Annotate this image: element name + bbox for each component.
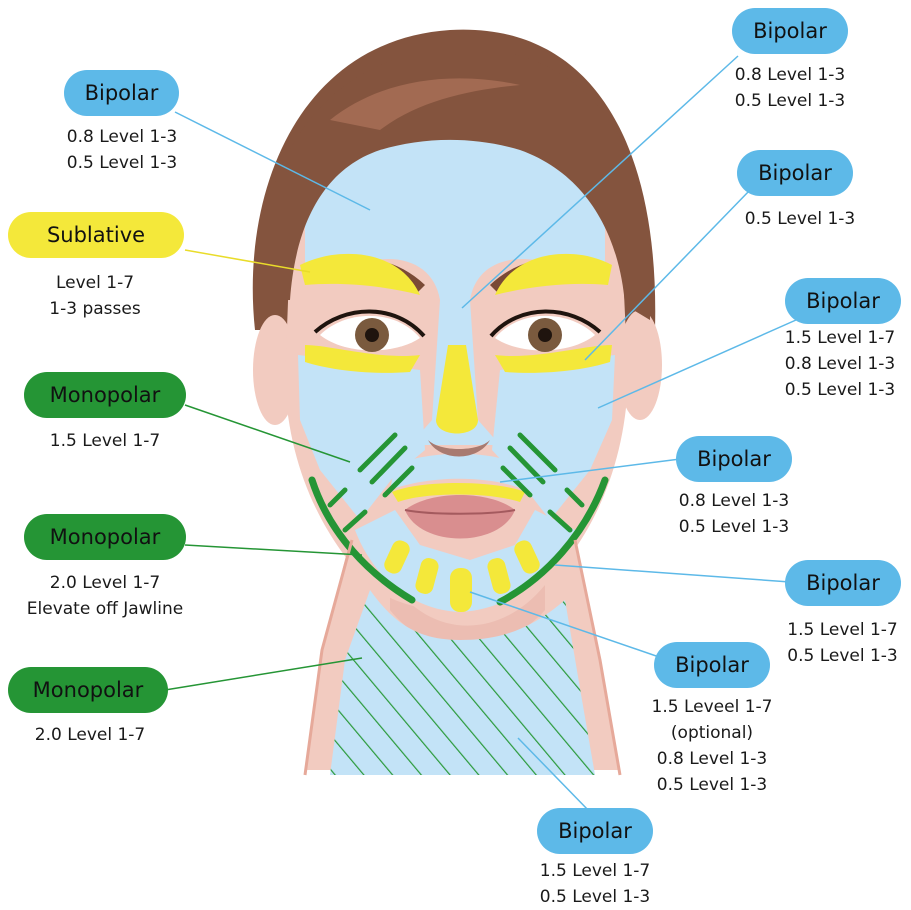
note-monopolar-jawline: 2.0 Level 1-7 Elevate off Jawline	[5, 570, 205, 622]
note-bipolar-upper-lip: 0.8 Level 1-3 0.5 Level 1-3	[664, 488, 804, 540]
note-bipolar-jaw: 1.5 Level 1-7 0.5 Level 1-3	[775, 617, 910, 669]
label-bipolar-chin: Bipolar	[654, 642, 770, 688]
note-bipolar-chin: 1.5 Leveel 1-7 (optional) 0.8 Level 1-3 …	[642, 694, 782, 798]
note-bipolar-nose: 0.8 Level 1-3 0.5 Level 1-3	[720, 62, 860, 114]
note-monopolar-neck: 2.0 Level 1-7	[15, 722, 165, 748]
note-monopolar-lower-face: 1.5 Level 1-7	[30, 428, 180, 454]
label-bipolar-upper-lip: Bipolar	[676, 436, 792, 482]
leader-monopolar-2	[185, 545, 362, 555]
note-bipolar-undereye: 0.5 Level 1-3	[730, 206, 870, 232]
note-bipolar-forehead: 0.8 Level 1-3 0.5 Level 1-3	[52, 124, 192, 176]
label-bipolar-nose: Bipolar	[732, 8, 848, 54]
note-bipolar-cheek: 1.5 Level 1-7 0.8 Level 1-3 0.5 Level 1-…	[770, 325, 910, 403]
note-bipolar-neck: 1.5 Level 1-7 0.5 Level 1-3	[525, 858, 665, 910]
label-bipolar-neck: Bipolar	[537, 808, 653, 854]
note-sublative-brow: Level 1-7 1-3 passes	[20, 270, 170, 322]
leader-jaw	[555, 565, 790, 582]
label-sublative-brow: Sublative	[8, 212, 184, 258]
label-monopolar-neck: Monopolar	[8, 667, 168, 713]
label-bipolar-jaw: Bipolar	[785, 560, 901, 606]
chin-yellow-center	[450, 568, 472, 612]
label-monopolar-jawline: Monopolar	[24, 514, 186, 560]
label-bipolar-cheek: Bipolar	[785, 278, 901, 324]
label-monopolar-lower-face: Monopolar	[24, 372, 186, 418]
label-bipolar-undereye: Bipolar	[737, 150, 853, 196]
label-bipolar-forehead: Bipolar	[64, 70, 179, 116]
